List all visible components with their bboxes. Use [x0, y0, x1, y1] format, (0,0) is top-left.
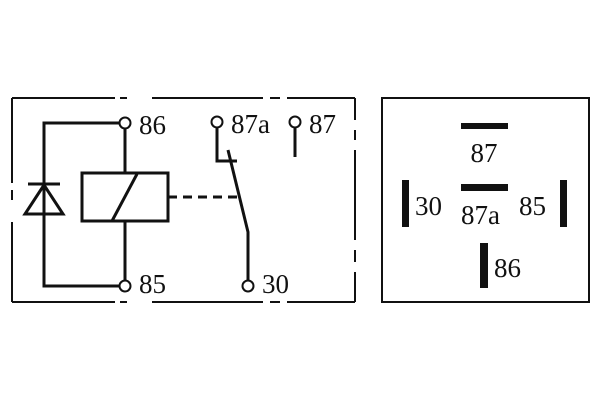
pin-label-87: 87: [471, 138, 498, 168]
pin-85-blade: [560, 180, 567, 227]
terminal-30: [241, 279, 255, 293]
schematic-border: [11, 97, 356, 303]
diode-icon: [22, 182, 66, 216]
coil-winding-mark: [110, 173, 139, 222]
label-87: 87: [309, 109, 336, 139]
switch-contact: [215, 127, 297, 281]
contact-87a-lead: [215, 127, 237, 163]
pin-30-blade: [402, 180, 409, 227]
pin-86-blade: [480, 243, 488, 288]
terminal-87: [288, 115, 302, 129]
pin-label-30: 30: [415, 191, 442, 221]
label-85: 85: [139, 269, 166, 299]
pin-87-blade: [461, 123, 508, 129]
pin-label-86: 86: [494, 253, 521, 283]
label-87a: 87a: [231, 109, 270, 139]
pinout-border: [381, 97, 590, 303]
pin-label-87a: 87a: [461, 200, 500, 230]
pin-label-85: 85: [519, 191, 546, 221]
terminal-87a: [210, 115, 224, 129]
terminal-85: [118, 279, 132, 293]
pin-87a-blade: [461, 184, 508, 191]
terminal-86: [118, 116, 132, 130]
label-30: 30: [262, 269, 289, 299]
label-86: 86: [139, 110, 166, 140]
coil-circuit: [42, 121, 170, 288]
